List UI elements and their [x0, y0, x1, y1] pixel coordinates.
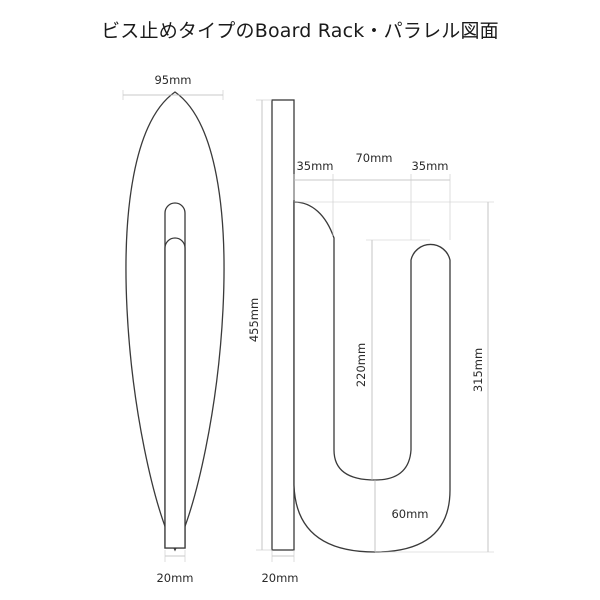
- width-label: 95mm: [154, 73, 191, 87]
- outer-height-label: 315mm: [471, 348, 485, 392]
- hook-profile: [293, 201, 451, 553]
- middle-gap-label: 70mm: [355, 151, 392, 165]
- drawing-title: ビス止めタイプのBoard Rack・パラレル図面: [101, 20, 499, 42]
- wall-plate: [271, 99, 295, 551]
- bottom-label: 60mm: [391, 507, 428, 521]
- plate-thickness-label: 20mm: [261, 571, 298, 585]
- left-gap-label: 35mm: [296, 159, 333, 173]
- inner-height-label: 220mm: [354, 343, 368, 387]
- slot-lower: [164, 237, 186, 549]
- side-view: 455mm 20mm 35mm 70mm 35mm 220mm 315mm: [247, 99, 494, 585]
- slot-width-label: 20mm: [156, 571, 193, 585]
- height-label: 455mm: [247, 298, 261, 342]
- front-view: 95mm 20mm: [122, 73, 225, 585]
- right-gap-label: 35mm: [411, 159, 448, 173]
